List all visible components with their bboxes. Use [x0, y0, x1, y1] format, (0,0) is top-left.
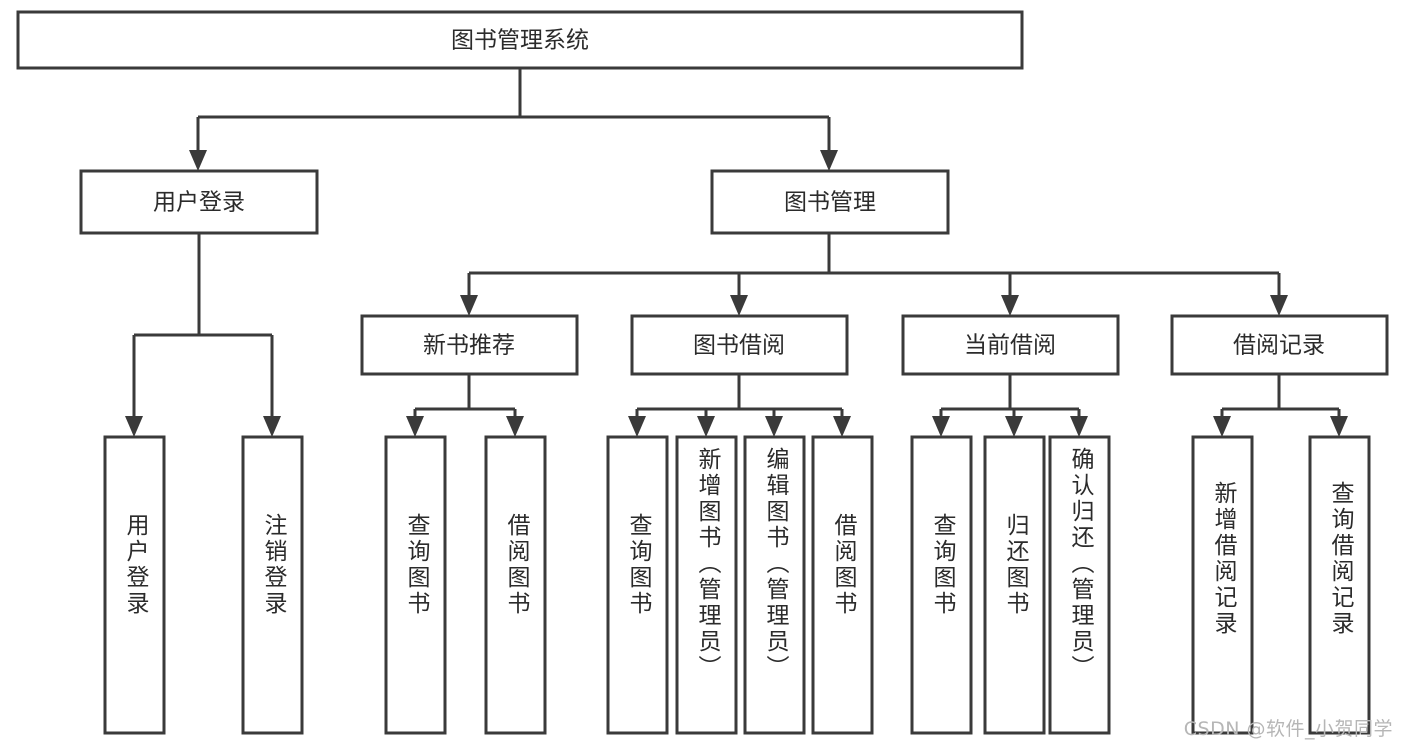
node-current-borrow-label: 当前借阅 — [964, 333, 1056, 359]
arrow-borrow-record-to-leaf1 — [1213, 416, 1231, 437]
csdn-watermark: CSDN @软件_小贺同学 — [1183, 718, 1393, 740]
arrow-book-borrow-to-leaf4 — [833, 416, 851, 437]
node-current-borrow[interactable]: 当前借阅 — [901, 314, 1120, 376]
arrow-book-manage-to-borrow-record — [1270, 295, 1288, 316]
node-new-book-rec-box[interactable] — [360, 314, 579, 376]
arrow-book-borrow-to-leaf2 — [697, 416, 715, 437]
arrow-new-book-rec-to-leaf2 — [506, 416, 524, 437]
arrow-root-to-user-login — [189, 150, 207, 171]
arrow-new-book-rec-to-leaf1 — [406, 416, 424, 437]
node-leaf-borrow-book-box[interactable] — [811, 435, 874, 735]
node-borrow-record[interactable]: 借阅记录 — [1170, 314, 1389, 376]
edge-layer — [125, 68, 1348, 437]
node-root[interactable]: 图书管理系统 — [16, 10, 1024, 70]
arrow-borrow-record-to-leaf2 — [1330, 416, 1348, 437]
node-leaf-add-book-admin-box[interactable] — [675, 435, 738, 735]
node-current-borrow-box[interactable] — [901, 314, 1120, 376]
arrow-book-manage-to-book-borrow — [730, 295, 748, 316]
node-leaf-return-book-box[interactable] — [983, 435, 1046, 735]
node-leaf-confirm-return-admin-box[interactable] — [1048, 435, 1111, 735]
node-layer: 图书管理系统 用户登录 图书管理 新书推荐 图书借阅 当前 — [16, 10, 1389, 735]
arrow-user-login-to-leaf1 — [125, 416, 143, 437]
node-book-borrow[interactable]: 图书借阅 — [630, 314, 849, 376]
node-leaf-query-book-rec-box[interactable] — [384, 435, 447, 735]
arrow-book-borrow-to-leaf1 — [628, 416, 646, 437]
node-book-manage-box[interactable] — [710, 169, 950, 235]
node-book-manage[interactable]: 图书管理 — [710, 169, 950, 235]
arrow-current-borrow-to-leaf3 — [1070, 416, 1088, 437]
node-leaf-query-book-borrow-box[interactable] — [606, 435, 669, 735]
node-root-label: 图书管理系统 — [451, 28, 589, 54]
arrow-book-manage-to-new-book-rec — [460, 295, 478, 316]
node-book-borrow-box[interactable] — [630, 314, 849, 376]
arrow-user-login-to-leaf2 — [263, 416, 281, 437]
node-leaf-borrow-book-rec-box[interactable] — [484, 435, 547, 735]
node-leaf-query-borrow-record-box[interactable] — [1308, 435, 1371, 735]
arrow-book-borrow-to-leaf3 — [765, 416, 783, 437]
node-user-login-label: 用户登录 — [153, 190, 245, 216]
node-root-box[interactable] — [16, 10, 1024, 70]
node-borrow-record-box[interactable] — [1170, 314, 1389, 376]
node-book-borrow-label: 图书借阅 — [693, 333, 785, 359]
node-leaf-user-logout-box[interactable] — [241, 435, 304, 735]
node-user-login[interactable]: 用户登录 — [79, 169, 319, 235]
node-new-book-rec-label: 新书推荐 — [423, 333, 515, 359]
node-user-login-box[interactable] — [79, 169, 319, 235]
node-leaf-user-login-box[interactable] — [103, 435, 166, 735]
arrow-book-manage-to-current-borrow — [1001, 295, 1019, 316]
node-new-book-rec[interactable]: 新书推荐 — [360, 314, 579, 376]
node-book-manage-label: 图书管理 — [784, 190, 876, 216]
node-leaf-edit-book-admin-box[interactable] — [743, 435, 806, 735]
node-leaf-add-borrow-record-box[interactable] — [1191, 435, 1254, 735]
arrow-current-borrow-to-leaf2 — [1005, 416, 1023, 437]
arrow-root-to-book-manage — [820, 150, 838, 171]
arrow-current-borrow-to-leaf1 — [932, 416, 950, 437]
node-leaf-query-book-current-box[interactable] — [910, 435, 973, 735]
node-borrow-record-label: 借阅记录 — [1233, 333, 1325, 359]
